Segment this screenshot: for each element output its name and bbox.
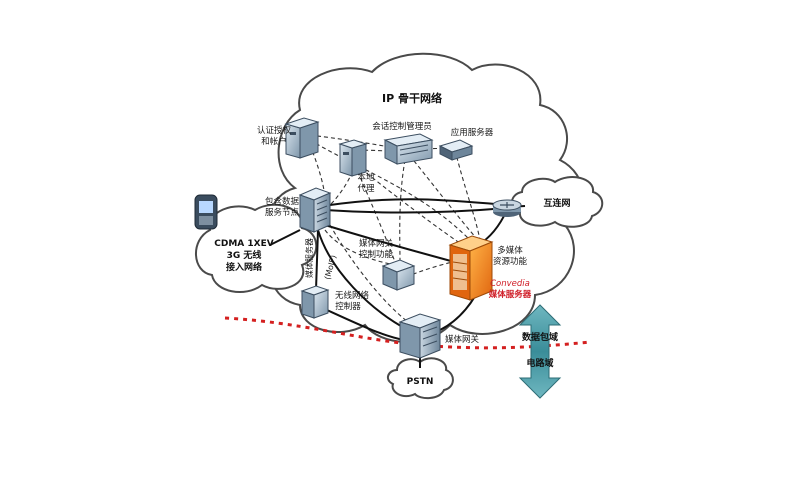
access-network-cloud xyxy=(195,203,318,293)
media-gateway-controller-icon xyxy=(381,259,416,291)
domain-boundary-line xyxy=(224,316,591,350)
backbone-title: IP 骨干网络 xyxy=(382,91,442,105)
ran-label-1: CDMA 1XEV xyxy=(214,239,273,249)
domain-double-arrow xyxy=(518,304,562,399)
vertical-media-server-label: 媒体服务器 xyxy=(304,238,314,278)
session-control-manager-icon xyxy=(383,133,434,165)
mgc-label-1: 媒体网关 xyxy=(359,238,394,249)
mrf-label-1: 多媒体 xyxy=(497,245,523,256)
application-server-icon xyxy=(438,139,474,161)
ran-label-2: 3G 无线 xyxy=(227,249,262,261)
circuit-domain-label: 电路域 xyxy=(526,357,553,369)
mrf-label-2: 资源功能 xyxy=(493,256,528,267)
pdsn-rack-icon xyxy=(298,187,332,233)
local-proxy-icon xyxy=(338,139,368,177)
rnc-label-2: 控制器 xyxy=(335,301,361,312)
media-gateway-label: 媒体网关 xyxy=(445,334,480,345)
convedia-media-server-icon xyxy=(448,235,494,301)
aaa-server-icon xyxy=(284,117,320,159)
ran-label-3: 接入网络 xyxy=(226,261,262,273)
pstn-label: PSTN xyxy=(407,377,434,387)
pdsn-label-1: 包含数据 xyxy=(265,196,300,207)
router-icon xyxy=(492,199,522,217)
local-proxy-label-2: 代理 xyxy=(357,183,375,194)
internet-label: 互连网 xyxy=(543,197,570,209)
app-server-label: 应用服务器 xyxy=(451,127,494,138)
convedia-brand-label: Convedia xyxy=(490,279,530,289)
data-domain-label: 数据包域 xyxy=(522,331,558,343)
rnc-label-1: 无线网络 xyxy=(335,290,370,301)
pdsn-label-2: 服务节点 xyxy=(265,207,300,218)
mobile-phone-icon xyxy=(194,194,218,230)
rnc-icon xyxy=(300,285,330,319)
media-gateway-icon xyxy=(398,313,442,359)
convedia-name-label: 媒体服务器 xyxy=(488,289,532,300)
session-manager-label: 会话控制管理员 xyxy=(372,121,432,132)
auth-label-2: 和帐户 xyxy=(261,136,287,147)
local-proxy-label-1: 本地 xyxy=(357,172,375,183)
auth-label-1: 认证授权 xyxy=(257,125,292,136)
mgc-label-2: 控制功能 xyxy=(359,249,394,260)
